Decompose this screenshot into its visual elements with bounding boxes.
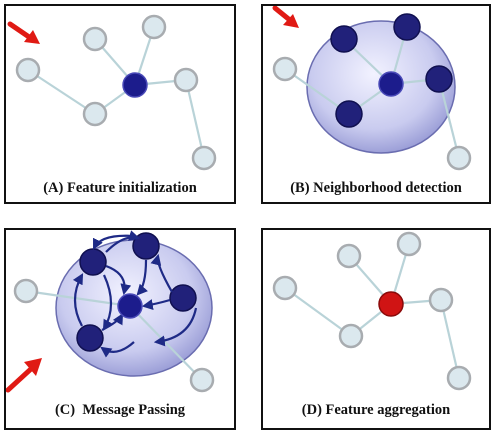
aggregated-node	[378, 291, 404, 317]
node	[15, 57, 41, 83]
message-arrows	[72, 230, 198, 358]
node	[428, 287, 454, 313]
red-arrow-icon	[6, 358, 42, 393]
panel-a-graph	[7, 14, 217, 171]
panel-neighborhood-detection: (B) Neighborhood detection	[261, 4, 491, 204]
center-node	[378, 71, 404, 97]
panel-message-passing: (C) Message Passing	[4, 228, 236, 430]
node	[336, 243, 362, 269]
neighbor-node	[330, 25, 358, 53]
neighbor-node	[169, 284, 197, 312]
panel-b-graph	[272, 6, 472, 171]
node	[272, 56, 298, 82]
node	[191, 145, 217, 171]
node	[173, 67, 199, 93]
node	[446, 365, 472, 391]
node	[272, 275, 298, 301]
node	[189, 367, 215, 393]
neighbor-node	[425, 65, 453, 93]
neighbor-node	[79, 248, 107, 276]
neighbor-node	[335, 100, 363, 128]
red-arrow-icon	[7, 21, 40, 44]
node	[82, 26, 108, 52]
center-node	[117, 293, 143, 319]
panel-a-caption: (A) Feature initialization	[43, 180, 197, 196]
node	[446, 145, 472, 171]
panel-c-graph	[6, 230, 215, 393]
node	[82, 101, 108, 127]
neighbor-node	[393, 13, 421, 41]
node	[338, 323, 364, 349]
panel-d-caption: (D) Feature aggregation	[301, 402, 451, 418]
neighbor-node	[76, 324, 104, 352]
node	[13, 278, 39, 304]
node	[141, 14, 167, 40]
panel-feature-aggregation: (D) Feature aggregation	[261, 228, 491, 430]
node	[396, 231, 422, 257]
panel-c-caption: (C) Message Passing	[54, 402, 186, 418]
red-arrow-icon	[272, 6, 299, 28]
panel-b-caption: (B) Neighborhood detection	[290, 180, 462, 196]
panel-feature-initialization: (A) Feature initialization	[4, 4, 236, 204]
center-node	[122, 72, 148, 98]
panel-d-graph	[272, 231, 472, 391]
